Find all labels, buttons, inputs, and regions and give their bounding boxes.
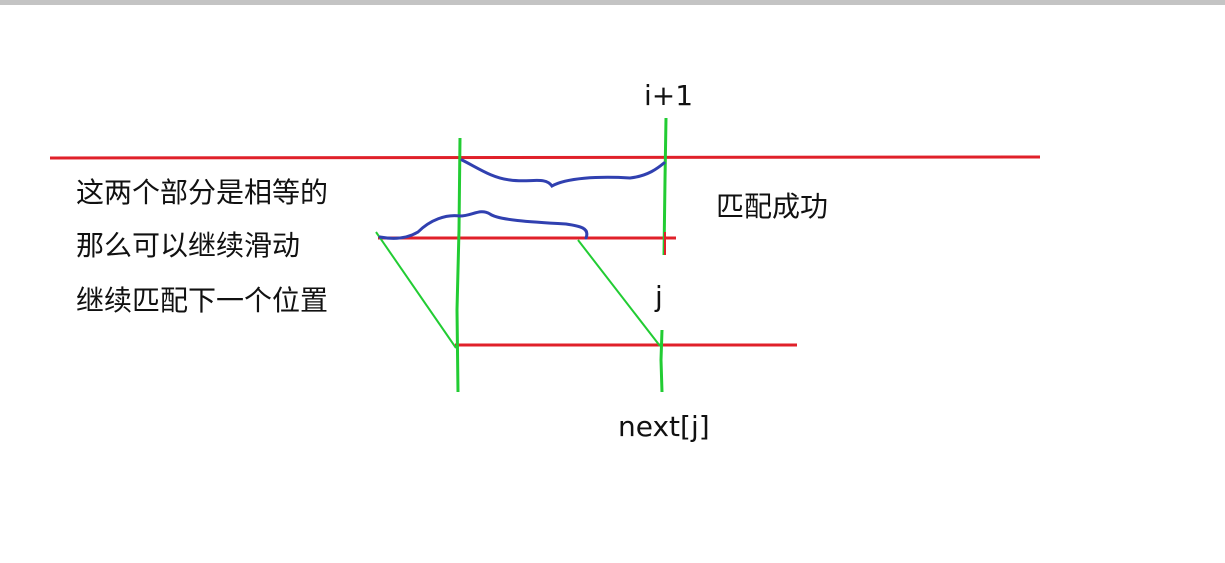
next-j-label: next[j] [618, 410, 710, 443]
marker-next-j-vertical [659, 329, 664, 393]
text-line-top [49, 155, 1041, 160]
marker-i-plus-1-vertical [662, 117, 668, 256]
note-next-position: 继续匹配下一个位置 [76, 284, 329, 317]
note-equal-parts: 这两个部分是相等的 [76, 176, 329, 209]
top-border [0, 0, 1225, 5]
shift-line-left [375, 231, 457, 349]
marker-left-vertical [455, 137, 462, 393]
equal-part-scribble-top [460, 158, 666, 188]
note-continue-sliding: 那么可以继续滑动 [76, 229, 301, 262]
match-success-label: 匹配成功 [716, 190, 829, 223]
equal-part-scribble-bottom [378, 210, 589, 240]
i-plus-1-label: i+1 [644, 79, 694, 112]
shift-line-right [577, 239, 661, 347]
j-label: j [655, 280, 663, 313]
